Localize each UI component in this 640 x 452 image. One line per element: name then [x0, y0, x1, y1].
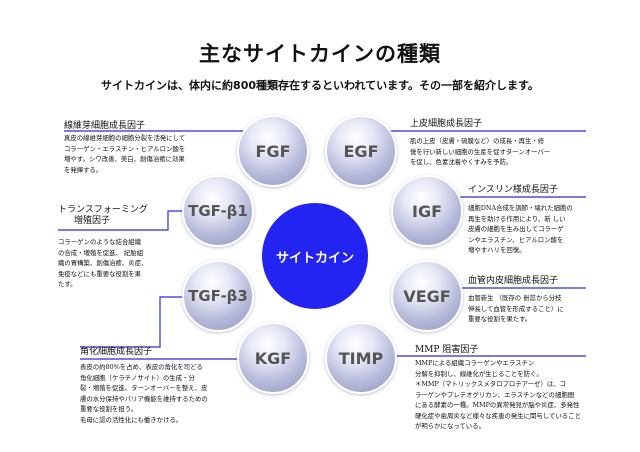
cytokine-abbr: IGF: [411, 201, 442, 221]
cytokine-name-line: MMP 阻害因子: [415, 345, 479, 355]
cytokine-desc-egf: 肌の上皮（皮膚・硫膜など）の成長・再生・修復を行い新しい細胞の生産を促すターンオ…: [410, 136, 590, 168]
center-node-label: サイトカイン: [275, 250, 354, 266]
cytokine-desc-line: コラーゲン・エラスチン・ヒアルロン酸を: [64, 144, 186, 153]
cytokine-name-line: 上皮細胞成長因子: [410, 119, 483, 129]
cytokine-name-egf: 上皮細胞成長因子: [410, 119, 482, 130]
cytokine-desc-line: 重要な役割を果たす。: [468, 315, 532, 323]
cytokine-node-tgf-b3: TGF-β3: [182, 260, 254, 332]
cytokine-node-fgf: FGF: [237, 115, 309, 187]
cytokine-desc-line: が明らかになっている。: [415, 422, 485, 430]
cytokine-node-vegf: VEGF: [391, 260, 463, 332]
cytokine-desc-line: 再生を助ける作用により、新 しい: [468, 214, 566, 223]
cytokine-desc-line: ＊MMP（マトリックスメタロプロテアーゼ）は、コ: [415, 380, 567, 388]
cytokine-desc-fgf: 真皮の線維芽細胞の細胞分裂を活発にしてコラーゲン・エラスチン・ヒアルロン酸を増や…: [64, 133, 244, 175]
cytokine-desc-line: 硬化症や歯周炎など様々な疾患の発生に関与していること: [415, 411, 581, 420]
page-title: 主なサイトカインの種類: [199, 41, 441, 66]
cytokine-desc-line: ンやエラスチン、ヒアルロン酸を: [468, 235, 564, 244]
cytokine-desc-kgf: 表皮の約80%を占め、表皮の角化を司どる角化細胞（ケラチノサイト）の生成・分裂・…: [80, 362, 255, 425]
cytokine-desc-line: 免疫などにも重要な役割を果: [58, 269, 142, 278]
cytokine-name-line: 角化細胞成長因子: [80, 347, 153, 357]
cytokine-desc-timp: MMPによる組織コラーゲンやエラスチン分解を抑制し、線維化が生じることを防ぐ。 ＊…: [415, 358, 620, 432]
cytokine-desc-line: 増やすハリを回復。: [468, 246, 526, 254]
cytokine-desc-line: MMPによる組織コラーゲンやエラスチン: [415, 359, 535, 367]
cytokine-desc-line: 重要な役割を担う。: [80, 405, 138, 413]
cytokine-desc-line: 復を行い新しい細胞の生産を促すターンオーバー: [410, 147, 551, 156]
cytokine-desc-line: 増やす。シワ改善、美白、創傷治癒に効果: [64, 155, 185, 163]
cytokine-desc-line: 表皮の約80%を占め、表皮の角化を司どる: [80, 363, 203, 371]
connector-line-tgf-b1: [58, 210, 186, 231]
cytokine-name-line: 線維芽細胞成長因子: [64, 121, 146, 131]
cytokine-name-tgf-b1: トランスフォーミング増殖因子: [58, 205, 148, 227]
cytokine-node-timp: TIMP: [325, 322, 397, 394]
cytokine-node-egf: EGF: [325, 115, 397, 187]
cytokine-name-line: 増殖因子: [74, 216, 111, 226]
cytokine-desc-line: 血管新生 （既存の 卌蕊から分枝: [468, 294, 562, 302]
cytokine-desc-line: 細胞DNA合成を調節・壊れた細胞の: [468, 204, 573, 212]
cytokine-desc-line: の合成・増殖を促進、 紀胎組: [58, 248, 144, 257]
cytokine-desc-line: 膚の水分保持やバリア機能を維持するための: [80, 394, 208, 403]
cytokine-desc-line: コラーゲンのような結合組織: [58, 238, 142, 246]
cytokine-abbr: TIMP: [338, 348, 384, 368]
cytokine-name-fgf: 線維芽細胞成長因子: [64, 121, 145, 132]
cytokine-desc-line: 皮膚の細胞を生み出してコラーゲ: [468, 225, 564, 233]
cytokine-node-tgf-b1: TGF-β1: [182, 175, 254, 247]
cytokine-desc-line: 分解を抑制し、線維化が生じることを防ぐ。: [415, 369, 543, 378]
cytokine-desc-vegf: 血管新生 （既存の 卌蕊から分枝伸長して血管を形成すること）に重要な役割を果たす…: [468, 293, 608, 325]
cytokine-name-line: インスリン様成長因子: [468, 185, 558, 195]
cytokine-desc-line: ラーゲンやプレテオグリカン、エラスチンなどの細胞間: [415, 390, 575, 399]
cytokine-desc-line: 真皮の線維芽細胞の細胞分裂を活発にして: [64, 134, 186, 142]
cytokine-abbr: TGF-β3: [188, 287, 248, 305]
cytokine-desc-line: 織の胃構築、創傷治癒、炎症、: [58, 259, 148, 267]
cytokine-desc-line: 伸長して血管を形成すること）に: [468, 304, 564, 313]
cytokine-desc-igf: 細胞DNA合成を調節・壊れた細胞の再生を助ける作用により、新 しい皮膚の細胞を生…: [468, 203, 628, 256]
cytokine-abbr: KGF: [254, 348, 292, 368]
cytokine-name-line: トランスフォーミング: [58, 205, 148, 215]
cytokine-desc-line: を促し、色素沈着やくすみを予防。: [410, 158, 513, 166]
cytokine-name-timp: MMP 阻害因子: [415, 345, 478, 356]
cytokine-abbr: TGF-β1: [188, 202, 248, 220]
cytokine-desc-line: たす。: [58, 280, 77, 288]
cytokine-desc-line: 裂・増殖を促進、ターンオーバーを整え、皮: [80, 384, 208, 392]
cytokine-desc-tgf-b1: コラーゲンのような結合組織の合成・増殖を促進、 紀胎組織の胃構築、創傷治癒、炎症…: [58, 237, 178, 290]
cytokine-desc-line: を発揮する。: [64, 165, 103, 174]
cytokine-node-igf: IGF: [391, 175, 463, 247]
cytokine-abbr: VEGF: [403, 286, 451, 306]
cytokine-abbr: EGF: [343, 141, 379, 161]
cytokine-node-kgf: KGF: [237, 322, 309, 394]
cytokine-desc-line: 肌の上皮（皮膚・硫膜など）の成長・再生・修: [410, 137, 545, 145]
cytokine-desc-line: にある酵素の一種。MMPの異常発見が脳や炎症、多発性: [415, 401, 580, 409]
cytokine-abbr: FGF: [255, 141, 291, 161]
cytokine-desc-line: 毛母に認の活性化にも働きかける。: [80, 415, 183, 424]
cytokine-desc-line: 角化細胞（ケラチノサイト）の生成・分: [80, 373, 195, 382]
connector-line-tgf-b3: [80, 296, 186, 348]
cytokine-name-line: 血管内皮細胞成長因子: [468, 276, 559, 286]
center-node-cytokine: サイトカイン: [262, 203, 368, 309]
cytokine-name-igf: インスリン様成長因子: [468, 185, 558, 196]
cytokine-name-kgf: 角化細胞成長因子: [80, 347, 152, 358]
cytokine-name-vegf: 血管内皮細胞成長因子: [468, 276, 558, 287]
page-subtitle: サイトカインは、体内に約800種類存在するといわれています。その一部を紹介します…: [101, 79, 539, 92]
